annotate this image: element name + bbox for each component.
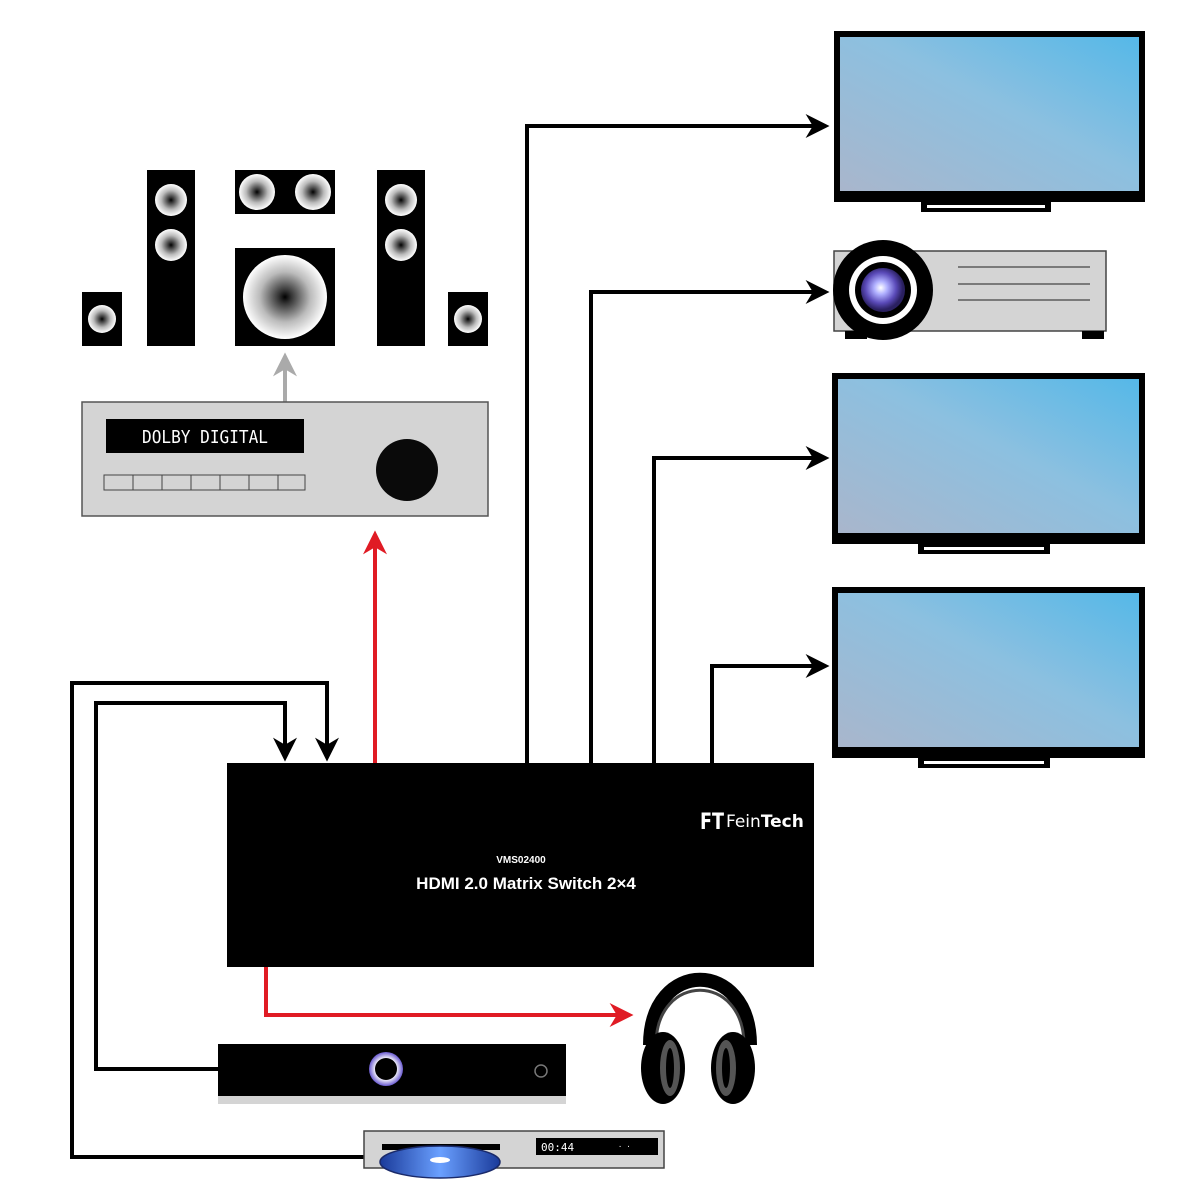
output-to-projector-arrow [589, 280, 830, 763]
bluray-to-switch-arrow [70, 681, 366, 1159]
speaker-icon [82, 292, 122, 346]
switch-title: HDMI 2.0 Matrix Switch 2×4 [416, 874, 636, 893]
volume-knob-icon [376, 439, 438, 501]
matrix-switch: FT FeinTech VMS02400 HDMI 2.0 Matrix Swi… [227, 763, 814, 967]
output-to-tv2-arrow [652, 446, 830, 763]
tv-icon [832, 587, 1145, 768]
svg-text:FeinTech: FeinTech [726, 812, 804, 832]
receiver-icon: DOLBY DIGITAL [81, 401, 489, 517]
subwoofer-icon [235, 248, 335, 346]
brand-name-bold: Tech [761, 812, 804, 832]
bluray-player-icon: 00:44 · · [363, 1130, 665, 1179]
switch-model-number: VMS02400 [496, 855, 546, 866]
tv-icon [834, 31, 1145, 212]
headphones-icon [641, 972, 757, 1104]
projector-icon [833, 240, 1107, 340]
speaker-icon [448, 292, 488, 346]
output-to-tv3-arrow [710, 654, 830, 763]
receiver-button-row [103, 474, 306, 491]
receiver-display-text: DOLBY DIGITAL [142, 427, 268, 448]
bluray-display-dots: · · [618, 1143, 631, 1151]
feintech-logo: FT FeinTech [700, 810, 804, 835]
speaker-icon [377, 170, 425, 346]
speaker-icon [147, 170, 195, 346]
tv-icon [832, 373, 1145, 554]
indicator-led-icon [534, 1064, 548, 1078]
audio-connections [264, 530, 634, 1027]
switch-to-headphones-arrow [264, 967, 634, 1027]
bluray-display [536, 1138, 658, 1155]
bluray-display-time: 00:44 [541, 1141, 574, 1154]
settop-to-switch-arrow [94, 701, 297, 1071]
set-top-box-icon [218, 1044, 566, 1104]
hdmi-output-connections [525, 114, 830, 763]
brand-name-light: Fein [726, 812, 761, 832]
surround-speaker-system [82, 170, 488, 346]
speaker-icon [235, 170, 335, 214]
output-to-tv1-arrow [525, 114, 830, 763]
receiver-display [106, 419, 304, 453]
hdmi-input-connections [70, 681, 366, 1159]
brand-logo-mark: FT [700, 810, 724, 835]
